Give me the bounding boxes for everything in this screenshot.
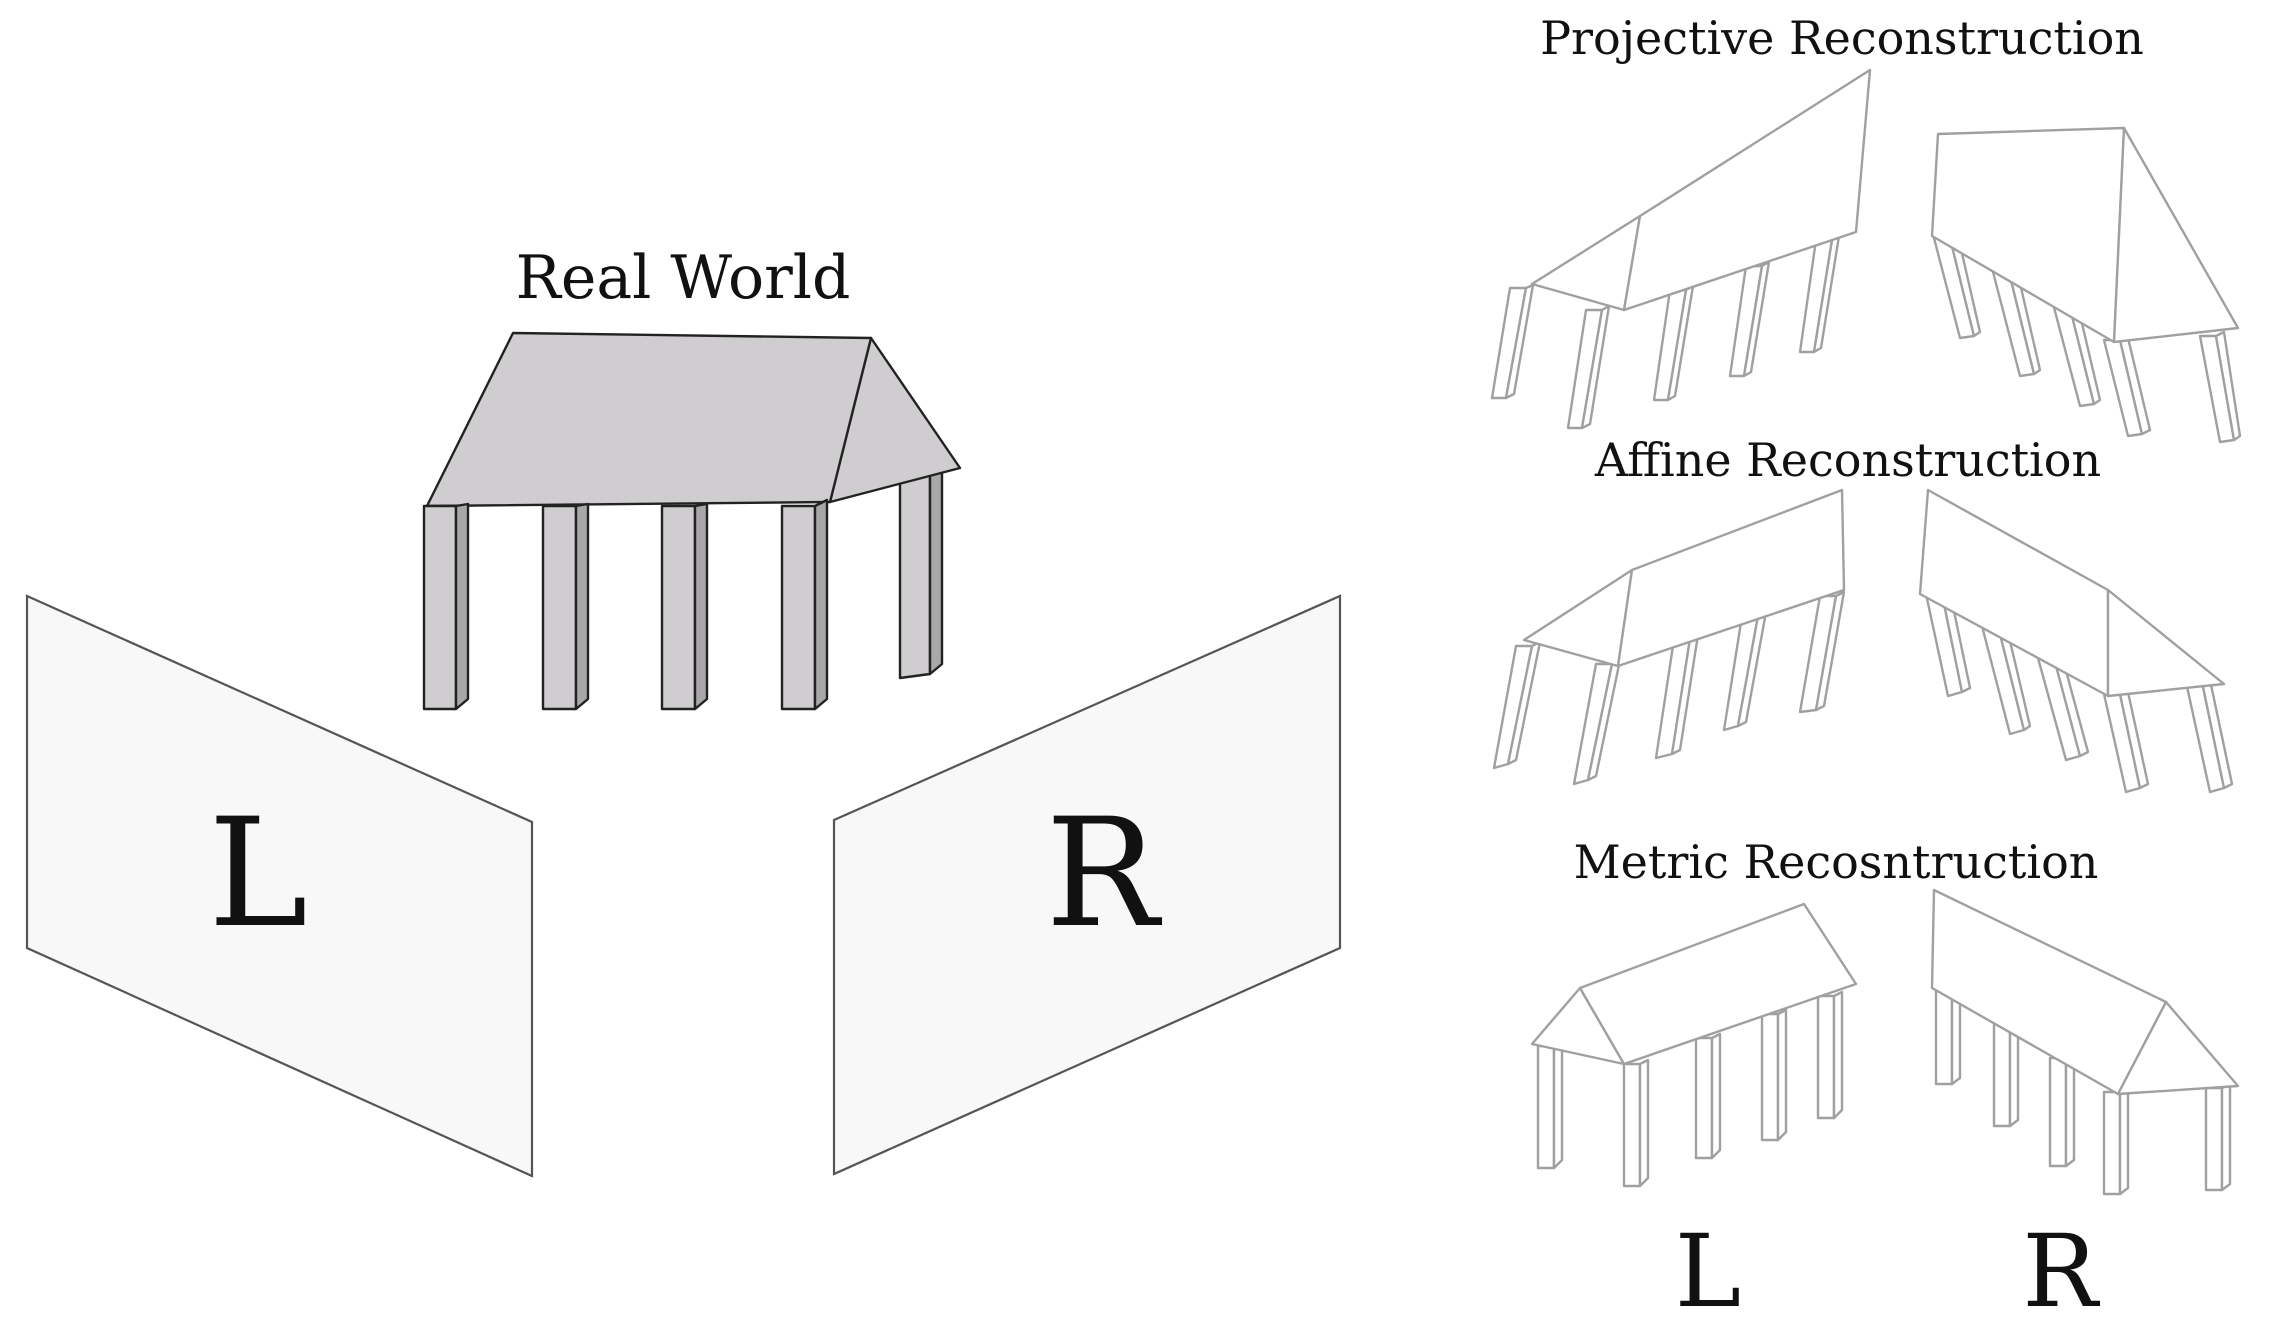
real-world-panel: Real World L R: [25, 243, 1342, 1178]
projective-right-model: [1930, 126, 2242, 444]
real-world-temple: [422, 331, 962, 711]
left-plane-label: L: [208, 787, 308, 961]
left-image-plane: [25, 594, 534, 1178]
real-world-title: Real World: [516, 243, 851, 313]
affine-left-model: [1492, 488, 1846, 786]
bottom-left-label: L: [1675, 1213, 1741, 1320]
metric-right-model: [1930, 888, 2240, 1196]
right-plane-label: R: [1046, 787, 1163, 961]
metric-left-model: [1530, 902, 1858, 1188]
column: [780, 498, 829, 711]
temple-roof: [425, 331, 873, 508]
reconstructions-panel: Projective Reconstruction: [1490, 11, 2242, 1320]
column: [898, 458, 944, 680]
projective-left-model: [1490, 68, 1872, 430]
bottom-right-label: R: [2022, 1213, 2100, 1320]
column: [660, 502, 709, 711]
affine-title: Affine Reconstruction: [1594, 433, 2101, 487]
right-image-plane: [832, 594, 1342, 1176]
affine-right-model: [1918, 488, 2234, 794]
column: [541, 502, 590, 711]
column: [422, 502, 470, 711]
projective-title: Projective Reconstruction: [1540, 11, 2144, 65]
metric-title: Metric Recosntruction: [1574, 835, 2099, 889]
